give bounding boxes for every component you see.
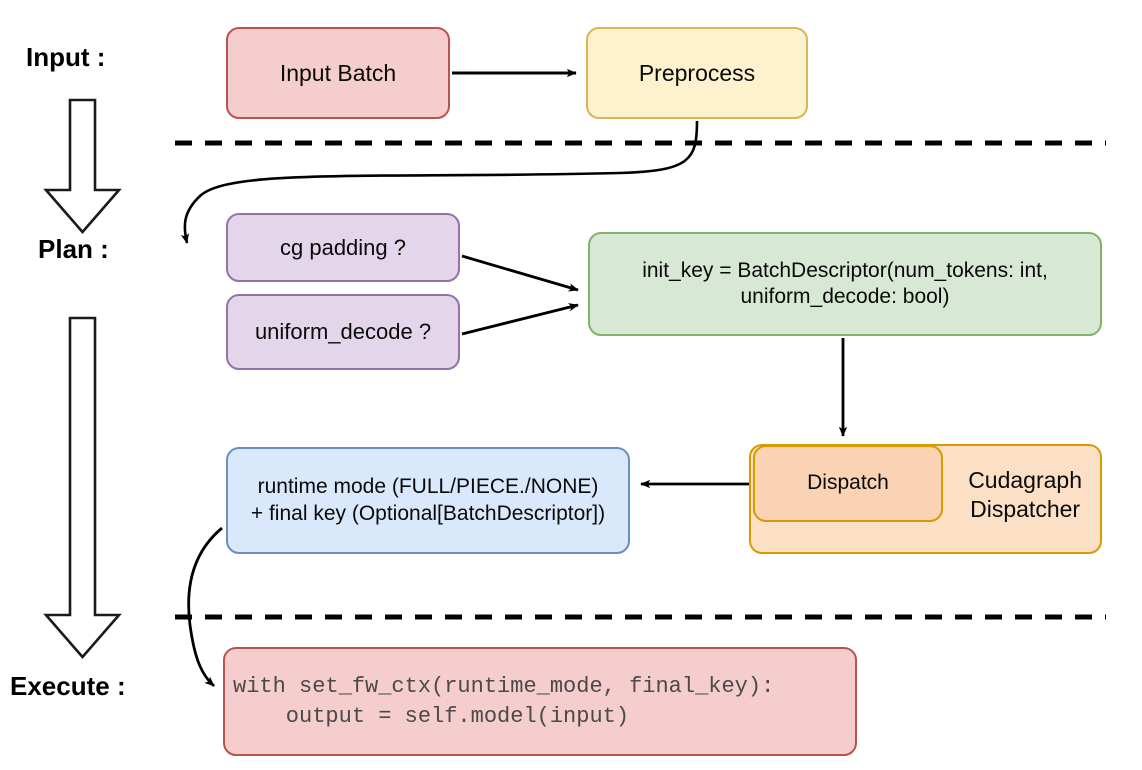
uniform-decode-to-init-key bbox=[461, 303, 579, 336]
node-preprocess-label: Preprocess bbox=[638, 59, 756, 86]
node-uniform-decode[interactable]: uniform_decode ? bbox=[226, 294, 460, 370]
stage-label-execute: Execute : bbox=[10, 671, 126, 701]
node-runtime-mode-line-2: + final key (Optional[BatchDescriptor]) bbox=[250, 501, 606, 525]
input-to-plan-arrow bbox=[43, 98, 122, 234]
node-exec-code[interactable]: with set_fw_ctx(runtime_mode, final_key)… bbox=[223, 647, 857, 756]
node-init-key-line-1: init_key = BatchDescriptor(num_tokens: i… bbox=[642, 258, 1048, 282]
node-cudagraph-dispatcher-line-2: Dispatcher bbox=[970, 495, 1081, 522]
plan-to-execute-arrow bbox=[43, 316, 122, 659]
node-dispatch[interactable]: Dispatch bbox=[753, 445, 943, 522]
node-init-key[interactable]: init_key = BatchDescriptor(num_tokens: i… bbox=[588, 232, 1102, 336]
node-cg-padding-label: cg padding ? bbox=[280, 234, 406, 260]
cg-padding-to-init-key bbox=[461, 254, 579, 292]
node-cudagraph-dispatcher-text: Cudagraph Dispatcher bbox=[968, 466, 1082, 524]
node-runtime-mode-line-1: runtime mode (FULL/PIECE./NONE) bbox=[257, 475, 599, 499]
node-runtime-mode[interactable]: runtime mode (FULL/PIECE./NONE) + final … bbox=[226, 447, 630, 554]
node-exec-code-text: with set_fw_ctx(runtime_mode, final_key)… bbox=[233, 672, 774, 731]
node-preprocess[interactable]: Preprocess bbox=[586, 27, 808, 119]
runtime-mode-to-exec-code bbox=[187, 526, 223, 688]
node-init-key-text: init_key = BatchDescriptor(num_tokens: i… bbox=[642, 258, 1048, 311]
node-init-key-line-2: uniform_decode: bool) bbox=[740, 285, 950, 308]
node-input-batch-label: Input Batch bbox=[279, 59, 397, 86]
node-dispatch-label: Dispatch bbox=[807, 471, 889, 495]
stage-label-plan: Plan : bbox=[38, 234, 109, 264]
node-cudagraph-dispatcher-line-1: Cudagraph bbox=[968, 467, 1082, 493]
node-exec-code-line-2: output = self.model(input) bbox=[233, 703, 630, 729]
node-runtime-mode-text: runtime mode (FULL/PIECE./NONE) + final … bbox=[251, 474, 605, 527]
stage-label-input: Input : bbox=[26, 42, 106, 72]
node-input-batch[interactable]: Input Batch bbox=[226, 27, 450, 119]
node-exec-code-line-1: with set_fw_ctx(runtime_mode, final_key)… bbox=[233, 673, 775, 699]
node-cg-padding[interactable]: cg padding ? bbox=[226, 213, 460, 282]
node-uniform-decode-label: uniform_decode ? bbox=[254, 319, 432, 345]
